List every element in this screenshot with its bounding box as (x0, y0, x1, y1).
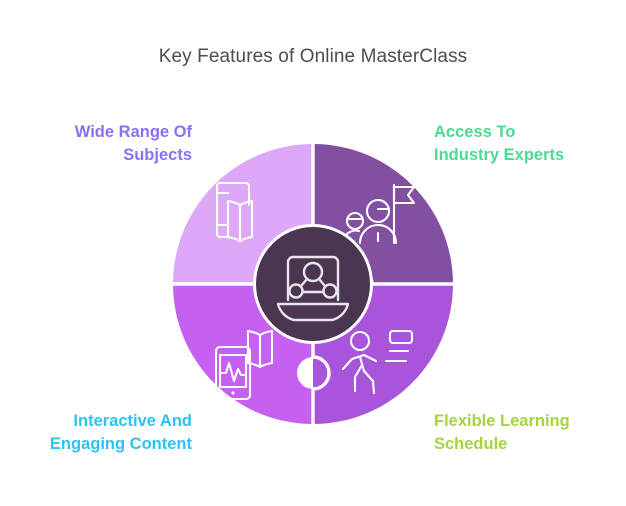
running-person-icon (341, 329, 414, 395)
seam-bottom (311, 282, 331, 424)
laptop-network-icon (276, 255, 350, 322)
segment-label-access-to-industry-experts: Access To Industry Experts (434, 123, 565, 164)
segment-label-wide-range-of-subjects: Wide Range Of Subjects (74, 123, 192, 164)
books-icon (215, 181, 254, 243)
segment-label-flexible-learning-schedule: Flexible Learning Schedule (434, 412, 570, 453)
center-hub (253, 224, 373, 344)
segment-label-interactive-and-engaging-content: Interactive And Engaging Content (49, 412, 192, 453)
phone-pulse-book-icon (214, 329, 274, 401)
puzzle-circle-diagram (168, 139, 458, 429)
people-flag-icon (340, 183, 416, 245)
page-title: Key Features of Online MasterClass (158, 46, 468, 67)
